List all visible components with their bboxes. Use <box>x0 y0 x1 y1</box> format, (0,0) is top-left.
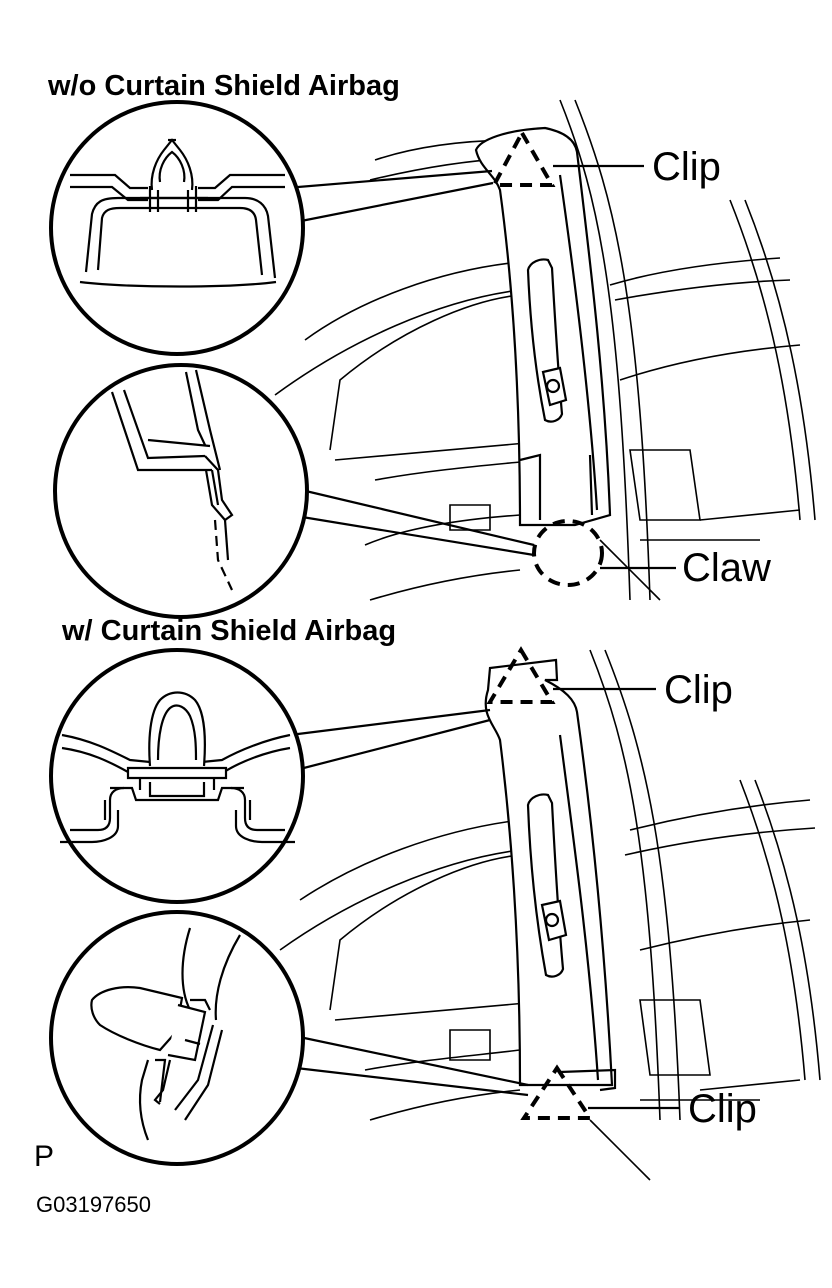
top-clip-detail-circle <box>51 102 303 354</box>
section-title-without-airbag: w/o Curtain Shield Airbag <box>48 70 400 102</box>
bottom-clip-top-detail-circle <box>51 650 303 902</box>
top-claw-label: Claw <box>682 546 771 590</box>
bottom-clip-bottom-detail-circle <box>51 912 303 1164</box>
bottom-pillar-garnish <box>486 660 615 1090</box>
bottom-clip-bottom-label: Clip <box>688 1087 757 1131</box>
top-clip-marker <box>494 133 552 185</box>
top-pillar-garnish <box>476 128 610 525</box>
bottom-clip-top-label: Clip <box>664 668 733 712</box>
top-clip-label: Clip <box>652 145 721 189</box>
section-title-with-airbag: w/ Curtain Shield Airbag <box>62 615 397 647</box>
top-claw-detail-circle <box>55 365 307 617</box>
bottom-clip-bottom-marker <box>524 1068 590 1118</box>
bottom-leader-lines <box>290 689 680 1108</box>
top-leader-lines <box>286 166 676 568</box>
top-vehicle-background <box>275 100 815 600</box>
bottom-clip-top-marker <box>490 650 552 702</box>
bottom-vehicle-background <box>280 650 820 1180</box>
figure-code: G03197650 <box>36 1192 151 1217</box>
footer-mark: P <box>34 1140 55 1173</box>
top-claw-marker <box>534 521 602 585</box>
